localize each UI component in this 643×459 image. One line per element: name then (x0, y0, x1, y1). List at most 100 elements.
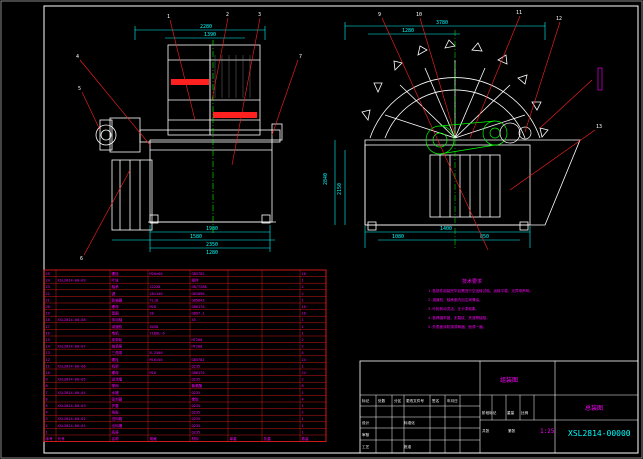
tb-label: 更改文件号 (406, 398, 424, 403)
bom-cell: Q235 (192, 378, 201, 382)
bom-cell: 16 (302, 312, 306, 316)
bom-cell: 1 (302, 325, 304, 329)
front-dim-1: 2280 (200, 24, 212, 30)
front-view: 2280 1390 1980 1580 2350 1280 (76, 12, 302, 262)
bom-cell: 10 (46, 371, 50, 375)
bom-cell: 25 (46, 272, 50, 276)
title-company: 组装图 (500, 376, 518, 384)
bom-cell: 2 (302, 345, 304, 349)
bom-header-cell: 代号 (58, 436, 66, 441)
bom-cell: 三角带 (112, 350, 123, 355)
bom-cell: XSL2814-00-05 (58, 378, 86, 382)
bom-cell: XSL2814-00-04 (58, 391, 86, 395)
side-balloon-5: 13 (596, 124, 602, 130)
bom-cell: 22 (46, 292, 50, 296)
screen-panel-1 (171, 79, 209, 85)
front-dim-3: 1980 (206, 226, 218, 232)
bom-cell: M16 (150, 371, 157, 375)
bom-cell: 45 (192, 318, 196, 322)
tb-label: 签名 (432, 398, 440, 403)
front-balloon-4: 4 (76, 54, 79, 60)
notes-line-5: 5.外表面涂防锈漆两遍、面漆一遍。 (428, 324, 486, 329)
bom-header-cell: 规格 (150, 436, 158, 441)
tb-label: 审核 (362, 432, 370, 437)
bom-cell: 机架 (112, 363, 120, 368)
bom-cell: 水槽 (112, 390, 120, 395)
side-dim-6: 2840 (323, 173, 329, 185)
bom-cell: 6 (302, 384, 304, 388)
bom-cell: 叶轮 (112, 278, 120, 283)
bom-cell: 2 (46, 424, 48, 428)
bom-header-cell: 材料 (192, 436, 200, 441)
bom-cell: 23 (46, 285, 50, 289)
front-balloon-1: 1 (167, 14, 170, 20)
front-dim-5: 2350 (206, 242, 218, 248)
tb-label: 设计 (362, 420, 370, 425)
bom-cell: XSL2814-00-09 (58, 279, 86, 283)
bom-cell: 4 (302, 397, 304, 401)
bom-cell: XSL2814-00-08 (58, 318, 86, 322)
bom-cell: 2 (302, 285, 304, 289)
bom-cell: 4 (302, 351, 304, 355)
front-balloon-3: 3 (258, 12, 261, 18)
bom-cell: 1 (302, 430, 304, 434)
bom-cell: 24 (302, 358, 306, 362)
bom-cell: 组件 (192, 278, 200, 283)
notes-line-2: 2.减速机、轴承座内加注润滑油。 (428, 297, 483, 302)
bom-cell: 16 (46, 331, 50, 335)
bom-cell: 7 (46, 391, 48, 395)
bom-cell: 2 (302, 411, 304, 415)
bom-cell: 3 (46, 417, 48, 421)
bom-cell: 轴承 (112, 284, 120, 289)
bom-cell: M20×60 (150, 272, 163, 276)
side-dim-5: 850 (480, 234, 489, 240)
bom-cell: B-2500 (150, 351, 163, 355)
bom-cell: 1 (302, 424, 304, 428)
bom-cell: HT200 (192, 345, 203, 349)
bom-cell: 4 (46, 411, 48, 415)
bom-cell: ZQ50 (150, 325, 159, 329)
tb-label: 阶段标记 (482, 410, 497, 415)
bom-cell: GB6170 (192, 371, 205, 375)
bom-cell: 20 (150, 312, 154, 316)
bom-cell: XSL2814-00-01 (58, 424, 86, 428)
bom-cell: GB1096 (192, 292, 205, 296)
bom-cell: 12 (46, 358, 50, 362)
tb-label: 批准 (404, 444, 412, 449)
title-block: 组装图 总装图 1:25 XSL2814-00000 标记处数分区更改文件号签名… (359, 360, 639, 454)
bom-cell: GB97.1 (192, 312, 205, 316)
front-balloon-6: 6 (80, 256, 83, 262)
side-dim-4: 1080 (392, 234, 404, 240)
bom-cell: 出料槽 (112, 423, 123, 428)
bom-cell: 电机 (112, 330, 120, 335)
side-dim-1: 3780 (436, 20, 448, 26)
bom-cell: XSL2814-00-06 (58, 364, 86, 368)
bom-cell: Q235 (192, 404, 201, 408)
bom-cell: 螺母 (112, 370, 120, 375)
bom-cell: XSL2814-00-03 (58, 404, 86, 408)
title-name: 总装图 (585, 404, 603, 412)
bom-cell: Y180L-6 (150, 331, 165, 335)
bom-cell: Q235 (192, 424, 201, 428)
bom-cell: 传动轴 (112, 317, 123, 322)
bom-cell: Q235 (192, 364, 201, 368)
bom-cell: GB6170 (192, 305, 205, 309)
bom-cell: 14 (46, 345, 50, 349)
bom-cell: 橡胶 (192, 396, 200, 401)
bom-cell: 1 (302, 391, 304, 395)
bom-header-cell: 数量 (302, 436, 310, 441)
bom-cell: 5 (46, 404, 48, 408)
front-balloon-7: 7 (299, 54, 302, 60)
bom-header-cell: 序号 (46, 436, 54, 441)
screen-panel-2 (213, 112, 257, 118)
bom-cell: 联轴器 (112, 297, 123, 302)
tb-label: 标记 (362, 398, 370, 403)
bom-header-cell: 名称 (112, 436, 120, 441)
bom-cell: 21 (46, 298, 50, 302)
bom-cell: 底座 (112, 429, 120, 434)
bom-cell: 20 (46, 305, 50, 309)
tb-label: 共张 (482, 428, 490, 433)
bom-cell: 螺母 (112, 304, 120, 309)
